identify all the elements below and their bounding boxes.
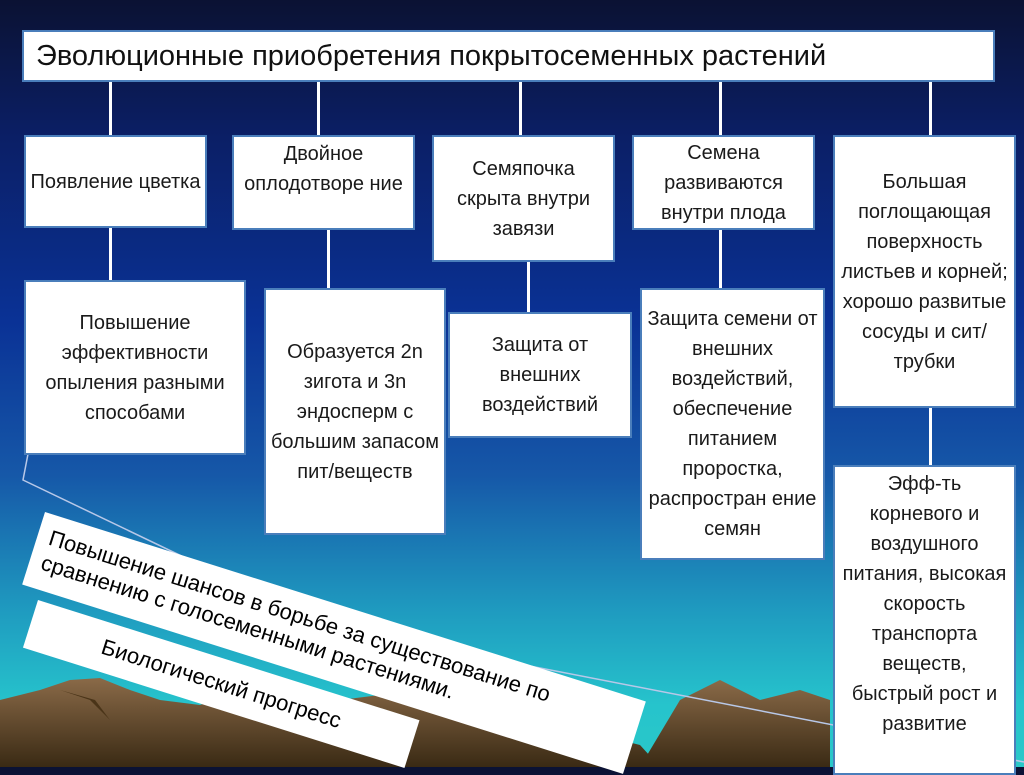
connector (719, 82, 722, 135)
connector (527, 262, 530, 312)
feature-text: Большая поглощающая поверхность листьев … (841, 170, 1008, 373)
feature-box-flower: Появление цветка (24, 135, 207, 228)
result-text: Защита от внешних воздействий (481, 334, 599, 416)
feature-text: Семяпочка скрыта внутри завязи (457, 157, 590, 240)
feature-box-surface: Большая поглощающая поверхность листьев … (833, 135, 1016, 408)
feature-text: Появление цветка (30, 170, 201, 193)
connector (109, 228, 112, 280)
result-box-nutrition: Эфф-ть корневого и воздушного питания, в… (833, 465, 1016, 775)
connector (929, 408, 932, 465)
connector (109, 82, 112, 135)
result-text: Эфф-ть корневого и воздушного питания, в… (842, 473, 1007, 735)
feature-box-seeds: Семена развиваются внутри плода (632, 135, 815, 230)
connector (519, 82, 522, 135)
connector (327, 230, 330, 288)
result-box-zygote: Образуется 2n зигота и 3n эндосперм с бо… (264, 288, 446, 535)
feature-box-double-fertilization: Двойное оплодотворе ние (232, 135, 415, 230)
connector (719, 230, 722, 288)
result-text: Защита семени от внешних воздействий, об… (647, 308, 818, 540)
feature-text: Семена развиваются внутри плода (661, 141, 786, 224)
result-text: Образуется 2n зигота и 3n эндосперм с бо… (270, 340, 440, 483)
result-box-seed-protection: Защита семени от внешних воздействий, об… (640, 288, 825, 560)
result-box-pollination: Повышение эффективности опыления разными… (24, 280, 246, 455)
feature-text: Двойное оплодотворе ние (244, 143, 403, 195)
connector (929, 82, 932, 135)
page-title: Эволюционные приобретения покрытосеменны… (22, 30, 995, 82)
feature-box-ovule: Семяпочка скрыта внутри завязи (432, 135, 615, 262)
connector (317, 82, 320, 135)
result-text: Повышение эффективности опыления разными… (45, 311, 225, 424)
result-box-protection: Защита от внешних воздействий (448, 312, 632, 438)
